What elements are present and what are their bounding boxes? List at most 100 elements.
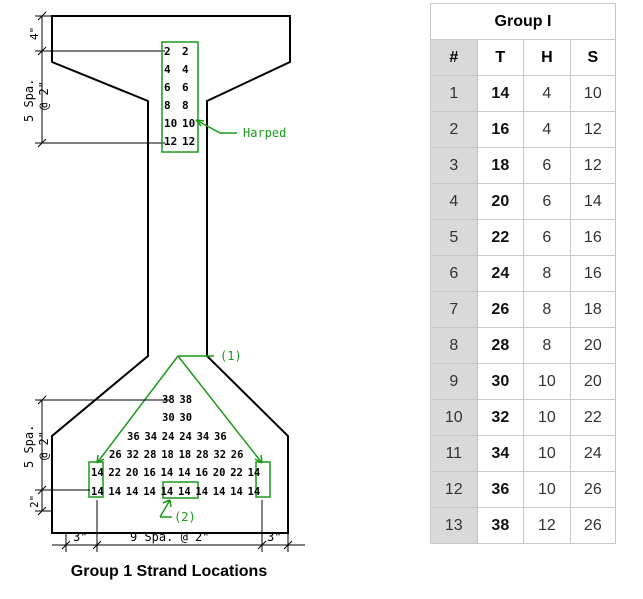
horizontal-dimension [52,500,305,552]
pointer-2 [159,499,172,518]
cell-s: 20 [570,364,615,400]
label-2: (2) [174,510,196,524]
bottom-strand: 14 [91,486,104,498]
cell-s: 16 [570,220,615,256]
bottom-strand: 18 [179,449,192,461]
top-dim-label: 4" [28,27,41,40]
cell-t: 36 [477,472,525,508]
bottom-strand: 14 [143,486,156,498]
cell-num: 13 [431,508,478,543]
table-header-row: # T H S [431,40,615,76]
bottom-spacing-dimension [35,395,170,516]
cell-h: 10 [524,436,571,472]
bottom-strand: 26 [109,449,122,461]
cell-t: 34 [477,436,525,472]
cell-h: 10 [524,472,571,508]
bottom-strand: 20 [126,467,139,479]
bottom-strand: 28 [196,449,209,461]
cell-t: 20 [477,184,525,220]
harped-strand: 2 [164,45,171,58]
cell-t: 28 [477,328,525,364]
cell-s: 22 [570,400,615,436]
bottom-strand: 24 [179,431,192,443]
harp-spacing-dimension [35,51,165,148]
header-num: # [431,40,478,76]
cell-num: 5 [431,220,478,256]
harp-spacing-label-2: @ 2" [37,81,51,110]
harped-strand: 2 [182,45,189,58]
bottom-strand: 32 [213,449,226,461]
bottom-strand: 22 [108,467,121,479]
bottom-strand: 34 [144,431,157,443]
side-right-label: 3" [267,530,281,544]
bottom-strand: 14 [178,467,191,479]
bottom-strand: 14 [178,486,191,498]
bottom-strand: 14 [213,486,226,498]
cell-h: 8 [524,292,571,328]
bottom-strand: 14 [161,486,174,498]
center-pair-box [162,481,199,499]
cell-num: 8 [431,328,478,364]
bottom-strand: 36 [214,431,227,443]
side-left-label: 3" [73,530,87,544]
diagram-caption: Group 1 Strand Locations [70,563,268,580]
cell-t: 22 [477,220,525,256]
cell-h: 4 [524,112,571,148]
bottom-spacing-label-2: @ 2" [37,431,51,460]
bottom-strand: 34 [197,431,210,443]
header-s: S [570,40,615,76]
bottom-strand: 14 [126,486,139,498]
bottom-strand: 14 [108,486,121,498]
cell-num: 7 [431,292,478,328]
table-title: Group I [431,4,615,40]
cell-s: 18 [570,292,615,328]
cell-num: 11 [431,436,478,472]
harped-strand: 10 [182,117,195,130]
bottom-strand: 22 [230,467,243,479]
bottom-strand: 24 [162,431,175,443]
cell-h: 8 [524,328,571,364]
cell-s: 16 [570,256,615,292]
header-t: T [477,40,525,76]
cell-h: 6 [524,148,571,184]
bottom-strand: 14 [91,467,104,479]
cell-h: 10 [524,400,571,436]
bottom-spacing-label-1: 5 Spa. [22,425,36,468]
bottom-strand: 18 [161,449,174,461]
cell-h: 4 [524,76,571,112]
harped-strand: 8 [182,99,189,112]
bottom-strand: 38 [179,394,192,406]
harped-strand: 8 [164,99,171,112]
bottom-dim-label: 2" [28,495,41,508]
cell-s: 26 [583,516,602,534]
cell-t: 32 [477,400,525,436]
cell-s: 14 [570,184,615,220]
bottom-strand: 14 [161,467,174,479]
bottom-strand: 30 [162,412,175,424]
cell-t: 30 [477,364,525,400]
cell-h: 10 [524,364,571,400]
bottom-strand: 14 [195,486,208,498]
cell-t: 14 [477,76,525,112]
cell-t: 16 [477,112,525,148]
bottom-strand: 30 [179,412,192,424]
harped-strand: 12 [182,135,195,148]
header-h: H [524,40,571,76]
label-1: (1) [220,349,242,363]
harp-spacing-label-1: 5 Spa. [22,79,36,122]
harped-strand: 12 [164,135,177,148]
bottom-strand: 14 [230,486,243,498]
